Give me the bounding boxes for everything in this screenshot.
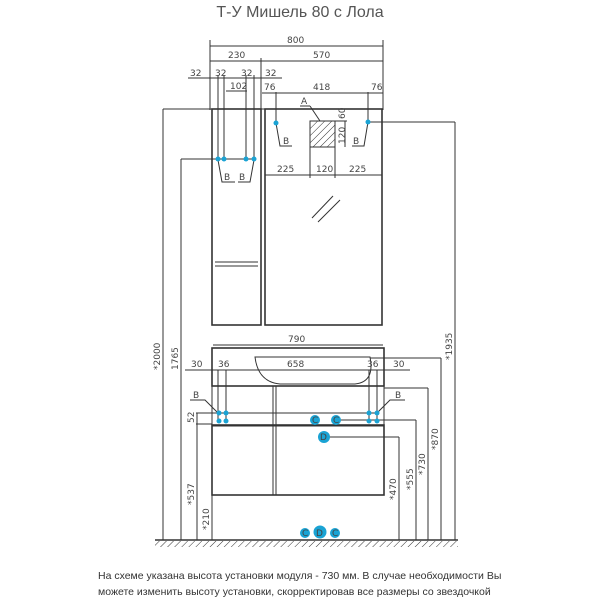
svg-text:1765: 1765 xyxy=(171,347,181,370)
svg-text:*870: *870 xyxy=(431,428,441,450)
svg-text:36: 36 xyxy=(367,360,379,370)
svg-text:658: 658 xyxy=(287,360,304,370)
svg-text:*555: *555 xyxy=(406,468,416,490)
page-title: Т-У Мишель 80 с Лола xyxy=(216,4,384,21)
svg-text:32: 32 xyxy=(215,69,226,79)
installation-note: На схеме указана высота установки модуля… xyxy=(98,568,598,600)
svg-text:120: 120 xyxy=(338,127,348,144)
svg-text:790: 790 xyxy=(288,335,305,345)
svg-text:30: 30 xyxy=(393,360,405,370)
connection-points xyxy=(215,119,380,539)
svg-text:C: C xyxy=(332,529,338,539)
svg-text:225: 225 xyxy=(349,165,366,175)
svg-text:418: 418 xyxy=(313,83,330,93)
dim-lines xyxy=(163,40,455,325)
svg-text:30: 30 xyxy=(191,360,203,370)
svg-text:*2000: *2000 xyxy=(153,342,163,370)
svg-text:76: 76 xyxy=(371,83,383,93)
svg-text:B: B xyxy=(239,173,245,183)
svg-text:225: 225 xyxy=(277,165,294,175)
dimension-labels: 800 230 570 32 32 32 32 102 76 418 76 60 120 225 1… xyxy=(153,36,455,530)
svg-text:B: B xyxy=(283,137,289,147)
hatched-zone-a xyxy=(309,120,336,148)
svg-text:B: B xyxy=(193,391,199,401)
svg-text:C: C xyxy=(302,529,308,539)
svg-text:60: 60 xyxy=(338,107,348,119)
svg-text:120: 120 xyxy=(316,165,333,175)
svg-text:C: C xyxy=(312,416,318,426)
svg-text:B: B xyxy=(395,391,401,401)
svg-text:102: 102 xyxy=(230,82,247,92)
svg-text:D: D xyxy=(316,529,323,539)
note-line: можете изменить высоту установки, скорре… xyxy=(98,586,491,598)
tall-cabinet xyxy=(211,108,262,326)
svg-text:*1935: *1935 xyxy=(445,333,455,360)
floor-hatch xyxy=(155,541,458,547)
note-line: На схеме указана высота установки модуля… xyxy=(98,570,502,582)
vanity-cabinet xyxy=(211,424,385,496)
svg-text:D: D xyxy=(320,433,327,443)
svg-text:570: 570 xyxy=(313,51,330,61)
svg-text:*210: *210 xyxy=(202,508,212,530)
svg-text:B: B xyxy=(353,137,359,147)
sink xyxy=(254,356,372,385)
svg-text:*730: *730 xyxy=(418,453,428,475)
svg-text:*537: *537 xyxy=(187,483,197,505)
svg-text:36: 36 xyxy=(218,360,230,370)
svg-text:76: 76 xyxy=(264,83,276,93)
svg-text:230: 230 xyxy=(228,51,245,61)
svg-text:52: 52 xyxy=(187,412,197,423)
svg-text:A: A xyxy=(301,97,308,107)
svg-text:B: B xyxy=(224,173,230,183)
svg-text:32: 32 xyxy=(190,69,201,79)
svg-text:*470: *470 xyxy=(389,478,399,500)
mirror xyxy=(264,108,383,326)
svg-text:32: 32 xyxy=(265,69,276,79)
svg-text:C: C xyxy=(333,416,339,426)
svg-text:32: 32 xyxy=(241,69,252,79)
svg-text:800: 800 xyxy=(287,36,304,46)
